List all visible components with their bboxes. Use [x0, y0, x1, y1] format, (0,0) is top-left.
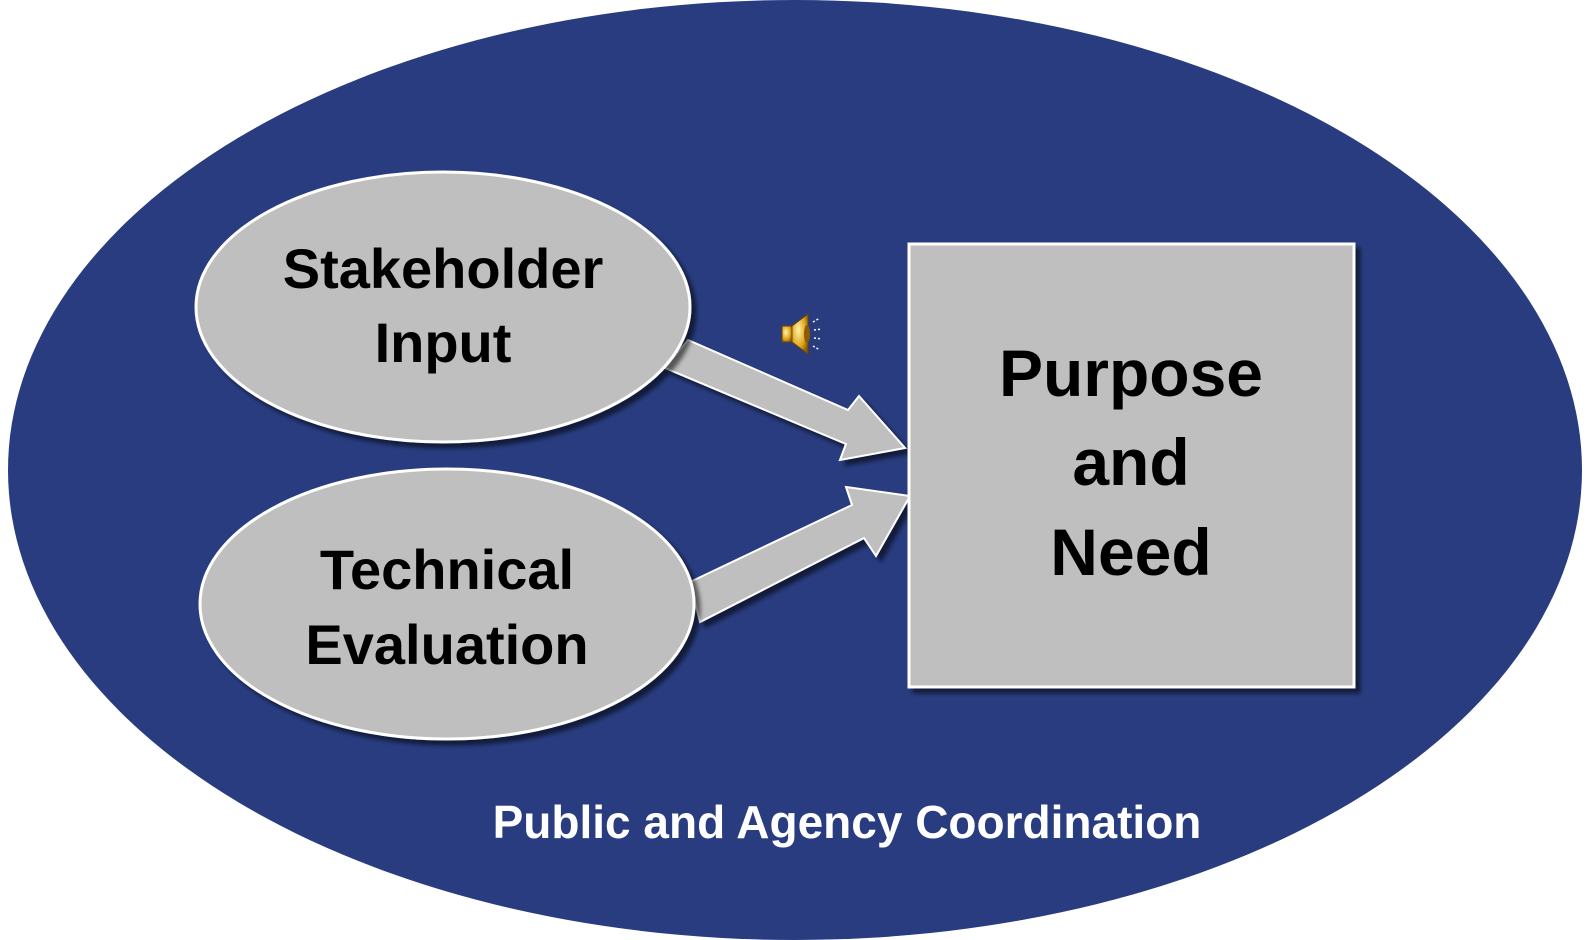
technical-evaluation-ellipse — [198, 467, 696, 741]
purpose-and-need-node: Purpose and Need — [907, 242, 1356, 689]
outer-coordination-label: Public and Agency Coordination — [493, 796, 1202, 848]
purpose-and-need-box — [907, 242, 1356, 689]
purpose-and-need-label-line1: Purpose — [999, 336, 1263, 410]
purpose-and-need-label-line3: Need — [1050, 515, 1211, 589]
arrow-technical-to-purpose — [688, 485, 912, 624]
speaker-sound-icon[interactable] — [781, 313, 823, 355]
technical-evaluation-label-line2: Evaluation — [305, 613, 588, 676]
stakeholder-input-label-line1: Stakeholder — [283, 237, 604, 300]
technical-evaluation-label-line1: Technical — [320, 538, 574, 601]
purpose-and-need-label-line2: and — [1072, 425, 1189, 499]
stakeholder-input-ellipse — [194, 170, 692, 444]
technical-evaluation-node: Technical Evaluation — [198, 467, 696, 741]
stakeholder-input-label-line2: Input — [375, 311, 512, 374]
stakeholder-input-node: Stakeholder Input — [194, 170, 692, 444]
arrow-stakeholder-to-purpose — [663, 338, 907, 462]
